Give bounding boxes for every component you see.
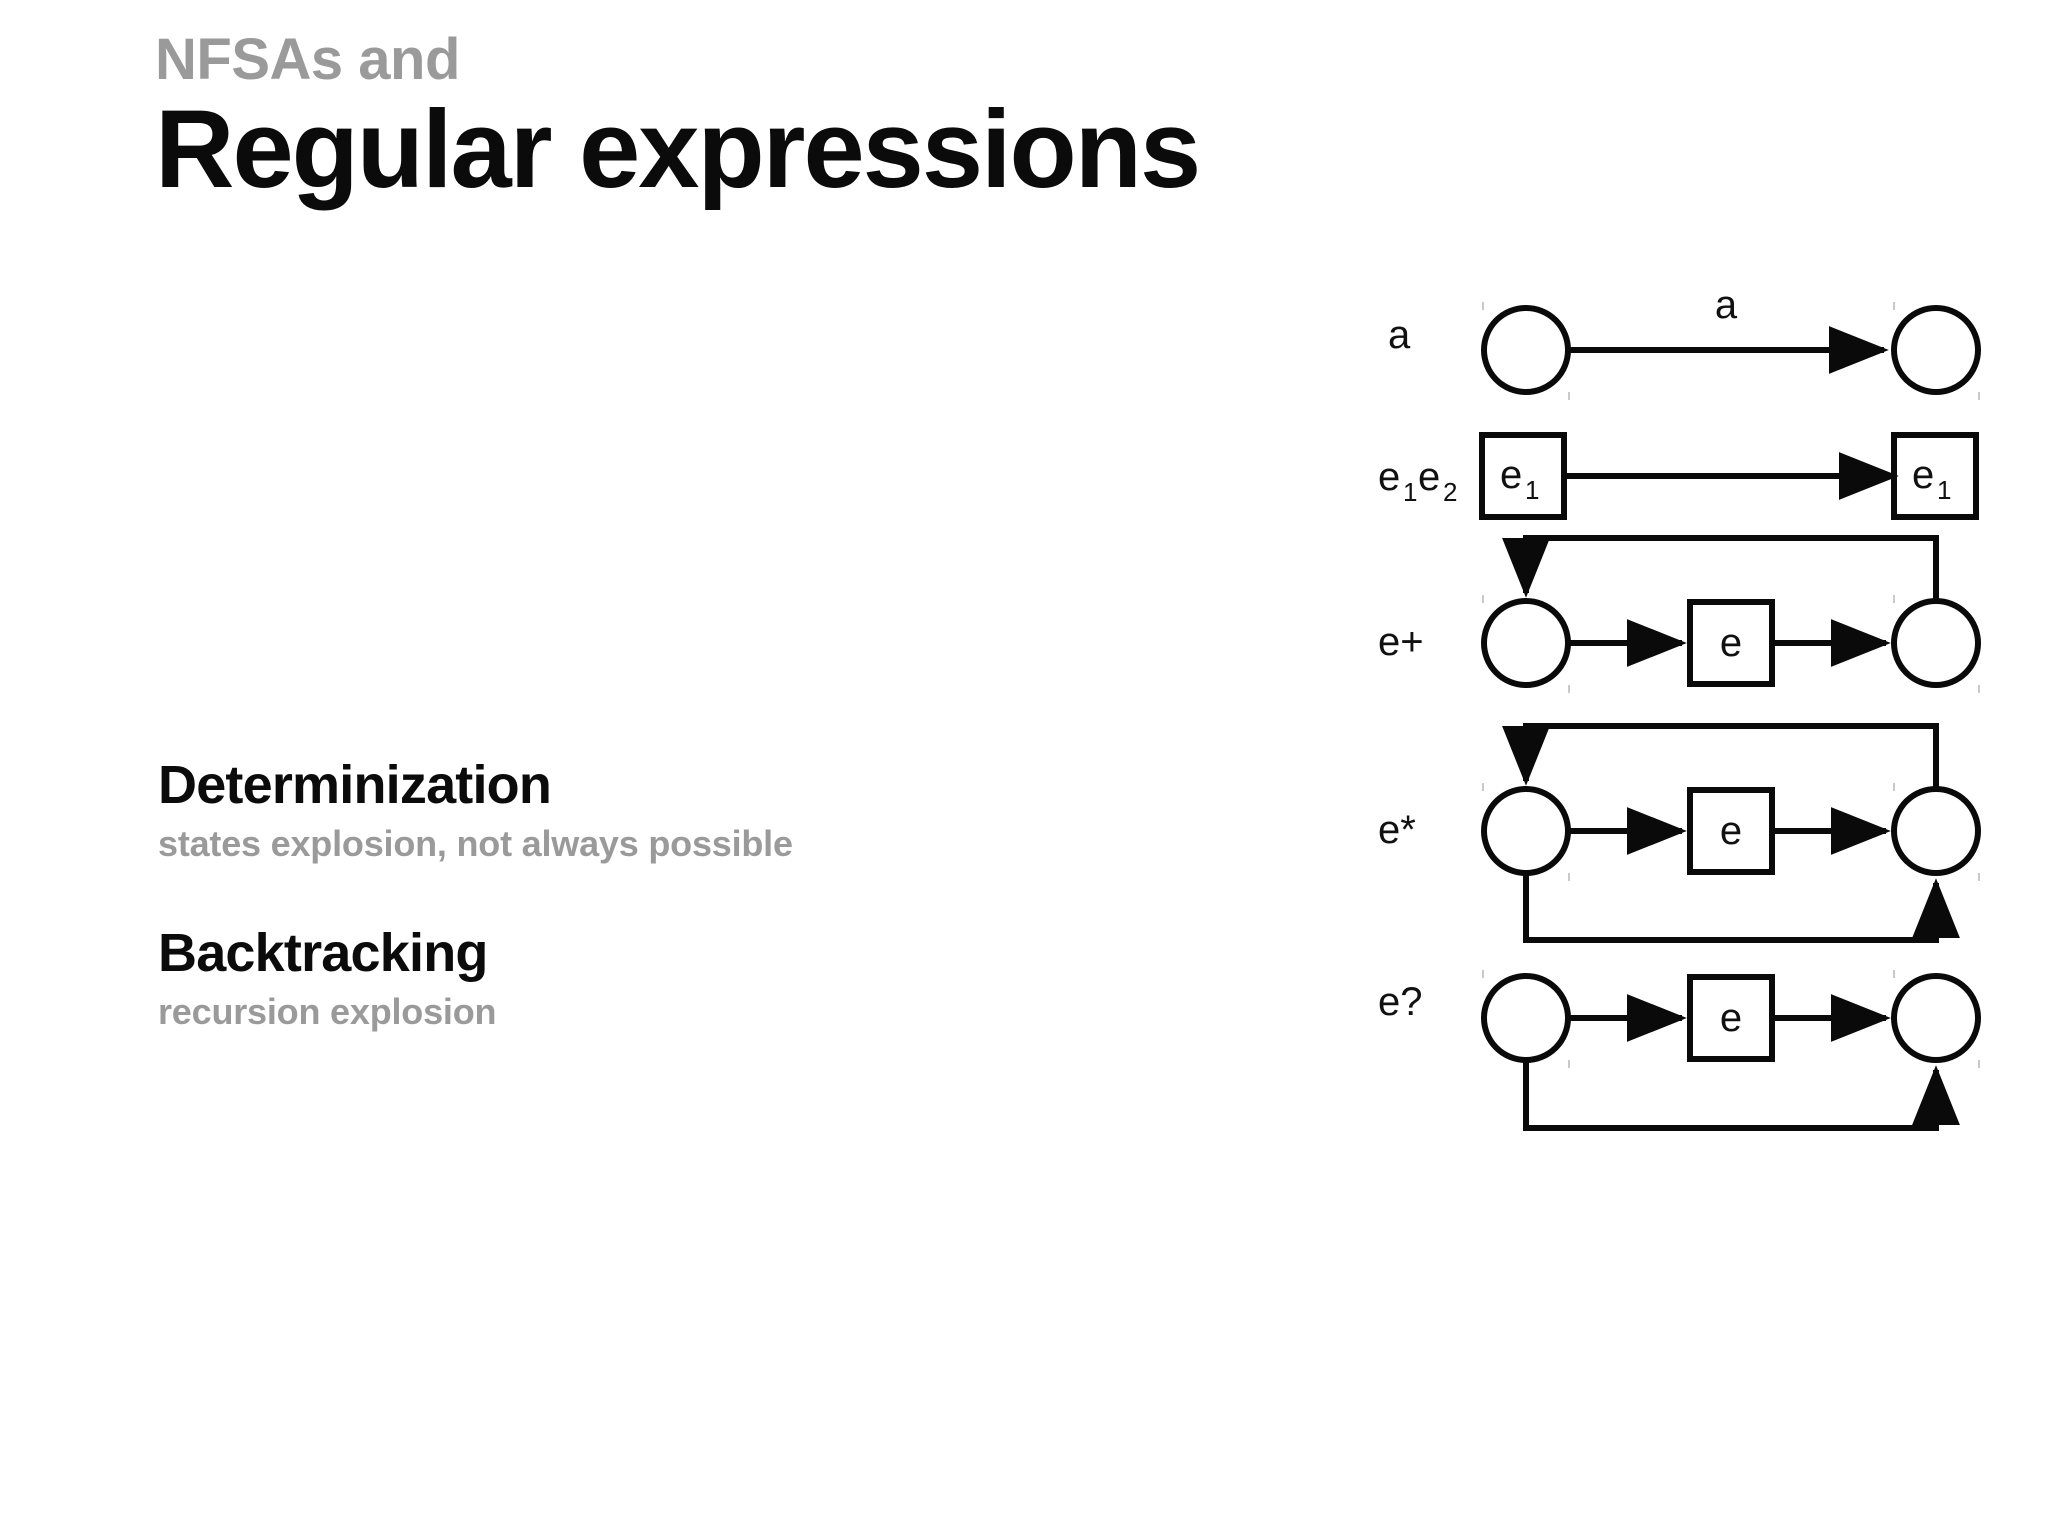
- diagram-row-optional: e? e: [1378, 970, 1981, 1131]
- tick-mark: [1893, 302, 1895, 310]
- tick-mark: [1978, 685, 1980, 693]
- point-title-determinization: Determinization: [158, 755, 552, 815]
- diagram-label-e-optional: e?: [1378, 980, 1423, 1024]
- tick-mark: [1482, 970, 1484, 978]
- tick-mark: [1978, 873, 1980, 881]
- state-node-start: [1481, 973, 1571, 1063]
- diagram-row-concat: e 1 e 2 e 1 e 1: [1378, 432, 1979, 520]
- tick-mark: [1568, 392, 1570, 400]
- point-subtitle-backtracking: recursion explosion: [158, 991, 497, 1033]
- list-item: Backtracking recursion explosion: [158, 923, 1058, 1033]
- automata-diagram-column: a a e 1 e 2 e: [1360, 270, 2020, 1520]
- point-title-backtracking: Backtracking: [158, 922, 488, 983]
- state-box-left-sub: 1: [1525, 475, 1539, 505]
- state-box-middle: [1687, 787, 1775, 875]
- state-box-middle-label: e: [1720, 996, 1742, 1040]
- state-box-right: [1891, 432, 1979, 520]
- list-item: Determinization states explosion, not al…: [158, 755, 1058, 865]
- tick-mark: [1568, 685, 1570, 693]
- state-node-end: [1891, 305, 1981, 395]
- tick-mark: [1893, 783, 1895, 791]
- tick-mark: [1482, 302, 1484, 310]
- diagram-label-e1e2-base2: e: [1418, 455, 1440, 499]
- diagram-label-e1e2: e 1 e 2: [1378, 455, 1457, 507]
- loop-back-edge: [1502, 535, 1939, 601]
- diagram-label-e1e2-sub2: 2: [1443, 477, 1457, 507]
- automata-diagrams-svg: a a e 1 e 2 e: [1378, 283, 1981, 1131]
- diagram-row-star: e* e: [1378, 723, 1981, 943]
- diagram-label-e1e2-base1: e: [1378, 455, 1400, 499]
- tick-mark: [1568, 873, 1570, 881]
- state-box-left: [1479, 432, 1567, 520]
- diagram-label-e1e2-sub1: 1: [1403, 477, 1417, 507]
- tick-mark: [1978, 1060, 1980, 1068]
- state-node-end: [1891, 973, 1981, 1063]
- page-title: Regular expressions: [155, 88, 1201, 212]
- state-box-middle-label: e: [1720, 809, 1742, 853]
- state-node-end: [1891, 598, 1981, 688]
- tick-mark: [1482, 783, 1484, 791]
- state-node-end: [1891, 786, 1981, 876]
- tick-mark: [1482, 595, 1484, 603]
- state-box-right-sub: 1: [1937, 475, 1951, 505]
- title-block: NFSAs and Regular expressions: [155, 27, 1201, 212]
- diagram-label-e-star: e*: [1378, 808, 1416, 852]
- state-node-start: [1481, 598, 1571, 688]
- loop-back-edge: [1502, 723, 1939, 789]
- state-box-middle-label: e: [1720, 621, 1742, 665]
- transition-edge-label: a: [1715, 283, 1738, 327]
- state-box-right-base: e: [1912, 453, 1934, 497]
- bypass-edge: [1523, 1060, 1960, 1131]
- state-box-left-base: e: [1500, 453, 1522, 497]
- diagram-label-a: a: [1388, 313, 1411, 357]
- bypass-edge: [1523, 873, 1960, 943]
- diagram-row-plus: e+ e: [1378, 535, 1981, 693]
- tick-mark: [1893, 970, 1895, 978]
- tick-mark: [1568, 1060, 1570, 1068]
- key-points-list: Determinization states explosion, not al…: [158, 755, 1058, 1033]
- point-subtitle-determinization: states explosion, not always possible: [158, 823, 793, 865]
- diagram-label-e-plus: e+: [1378, 620, 1424, 664]
- state-node-start: [1481, 305, 1571, 395]
- tick-mark: [1893, 595, 1895, 603]
- diagram-row-atom: a a: [1388, 283, 1981, 400]
- tick-mark: [1978, 392, 1980, 400]
- state-node-start: [1481, 786, 1571, 876]
- title-kicker: NFSAs and: [155, 27, 460, 92]
